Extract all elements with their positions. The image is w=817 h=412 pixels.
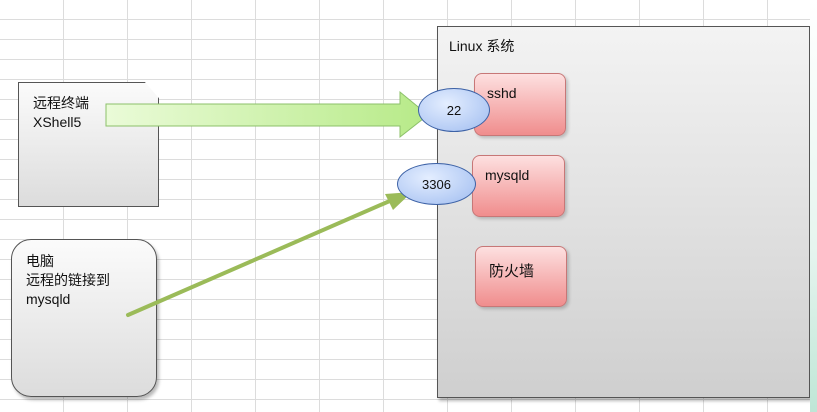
remote-terminal-line: 远程终端 — [33, 95, 89, 111]
computer-label: 电脑 远程的链接到 mysqld — [26, 252, 110, 309]
sshd-service-box: sshd — [474, 73, 566, 136]
ssh-connection-arrow — [105, 90, 429, 139]
sshd-label: sshd — [487, 85, 517, 101]
computer-box: 电脑 远程的链接到 mysqld — [11, 239, 157, 397]
right-edge-decoration — [810, 0, 817, 412]
remote-terminal-box: 远程终端 XShell5 — [18, 82, 159, 207]
mysql-connection-arrow-line — [126, 198, 394, 317]
firewall-label: 防火墙 — [489, 263, 535, 280]
remote-connect-line: 远程的链接到 — [26, 272, 110, 288]
computer-line: 电脑 — [26, 253, 54, 269]
xshell-line: XShell5 — [33, 114, 82, 130]
port-3306-label: 3306 — [422, 176, 451, 192]
mysqld-label: mysqld — [485, 167, 530, 183]
mysqld-service-box: mysqld — [472, 155, 565, 217]
port-22-label: 22 — [446, 102, 462, 118]
linux-system-title: Linux 系统 — [449, 38, 515, 54]
port-3306-ellipse: 3306 — [397, 163, 476, 205]
mysqld-target-line: mysqld — [26, 291, 71, 307]
remote-terminal-label: 远程终端 XShell5 — [33, 94, 89, 132]
port-22-ellipse: 22 — [418, 88, 490, 132]
firewall-box: 防火墙 — [475, 246, 567, 307]
